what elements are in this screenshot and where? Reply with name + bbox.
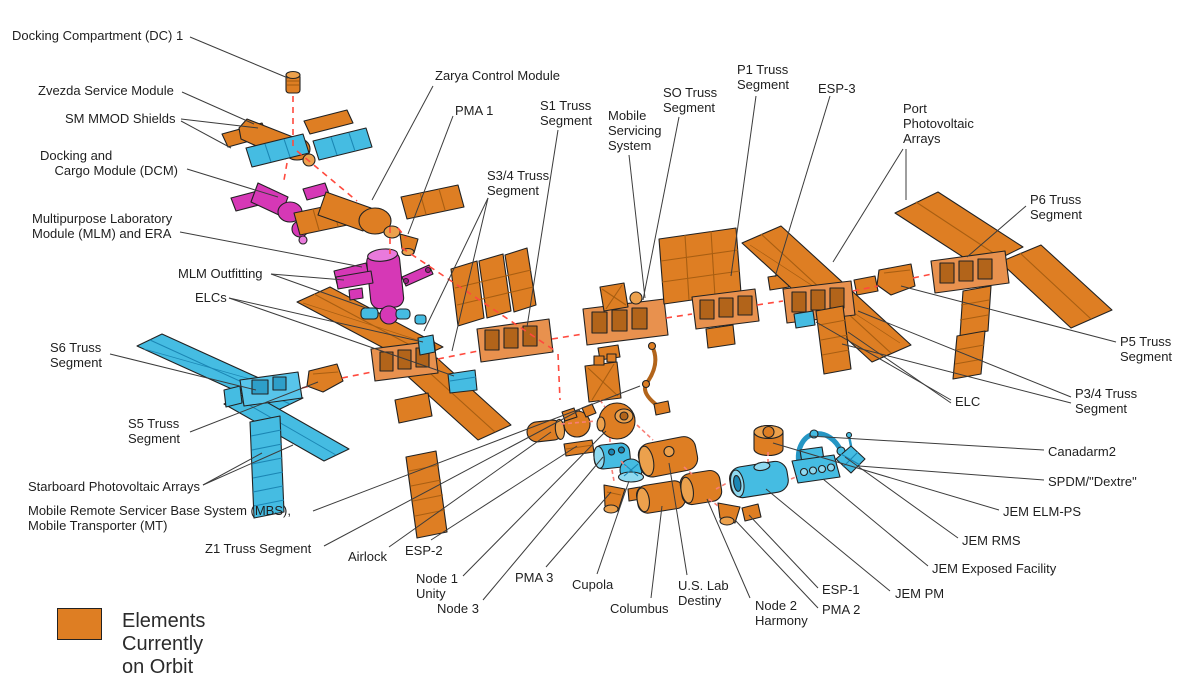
label-jem-pm: JEM PM [895, 586, 945, 601]
label-pma1: PMA 1 [455, 103, 494, 118]
node1-graphic [596, 402, 636, 440]
label-sm-mmod: SM MMOD Shields [65, 111, 176, 126]
label-columbus: Columbus [610, 601, 669, 616]
label-s6: S6 Truss Segment [50, 340, 103, 370]
label-node1: Node 1 Unity [416, 571, 458, 601]
label-zvezda: Zvezda Service Module [38, 83, 174, 98]
node2-graphic [679, 469, 723, 506]
pma2-graphic [717, 502, 741, 526]
label-esp3: ESP-3 [818, 81, 856, 96]
label-port-pv: Port Photovoltaic Arrays [903, 101, 974, 146]
label-s1: S1 Truss Segment [540, 98, 593, 128]
label-s34: S3/4 Truss Segment [487, 168, 550, 198]
legend-label: Elements Currently on Orbit [122, 610, 206, 678]
iss-diagram: Docking Compartment (DC) 1 Zvezda Service… [12, 28, 1173, 678]
p34-truss-graphic [741, 225, 912, 375]
label-us-lab: U.S. Lab Destiny [678, 578, 729, 608]
label-jem-rms: JEM RMS [962, 533, 1021, 548]
label-elc: ELC [955, 394, 981, 409]
label-jem-ef: JEM Exposed Facility [932, 561, 1057, 576]
label-mss: Mobile Servicing System [608, 108, 662, 153]
label-zarya: Zarya Control Module [435, 68, 560, 83]
label-canadarm2: Canadarm2 [1048, 444, 1116, 459]
label-starboard-pv: Starboard Photovoltaic Arrays [28, 479, 200, 494]
elc-graphic [793, 310, 816, 329]
label-node2: Node 2 Harmony [755, 598, 808, 628]
zvezda-graphic [221, 109, 373, 168]
esp2-graphic [563, 439, 595, 457]
label-dc1: Docking Compartment (DC) 1 [12, 28, 184, 43]
label-p6: P6 Truss Segment [1030, 192, 1083, 222]
label-jem-elm-ps: JEM ELM-PS [1003, 504, 1082, 519]
columbus-graphic [627, 480, 687, 514]
label-p1: P1 Truss Segment [737, 62, 790, 92]
label-mlm: Multipurpose Laboratory Module (MLM) and… [32, 211, 173, 241]
label-p5: P5 Truss Segment [1120, 334, 1173, 364]
s1-truss-graphic [450, 247, 554, 363]
dc1-graphic [285, 70, 301, 94]
label-esp1: ESP-1 [822, 582, 860, 597]
jem-pm-graphic [729, 460, 789, 499]
label-so: SO Truss Segment [663, 85, 718, 115]
s34-truss-graphic [296, 286, 512, 539]
label-mbs-mt: Mobile Remote Servicer Base System (MBS)… [28, 503, 291, 533]
label-pma2: PMA 2 [822, 602, 861, 617]
label-esp2: ESP-2 [405, 543, 443, 558]
label-z1: Z1 Truss Segment [205, 541, 312, 556]
label-spdm: SPDM/"Dextre" [1048, 474, 1137, 489]
airlock-graphic [526, 418, 566, 443]
label-mlm-outfitting: MLM Outfitting [178, 266, 263, 281]
label-pma3: PMA 3 [515, 570, 554, 585]
pma1-graphic [399, 233, 419, 257]
s5-truss-graphic [306, 363, 344, 393]
label-cupola: Cupola [572, 577, 614, 592]
legend-swatch-on-orbit [57, 608, 102, 640]
p5-truss-graphic [876, 263, 916, 296]
label-s5: S5 Truss Segment [128, 416, 181, 446]
label-dcm: Docking and Cargo Module (DCM) [40, 148, 178, 178]
label-airlock: Airlock [348, 549, 388, 564]
pma3-graphic [603, 484, 626, 514]
label-elcs: ELCs [195, 290, 227, 305]
label-node3: Node 3 [437, 601, 479, 616]
esp1-graphic [741, 503, 762, 522]
jem-elm-ps-graphic [753, 424, 784, 457]
p1-truss-graphic [658, 227, 760, 349]
label-p34: P3/4 Truss Segment [1075, 386, 1138, 416]
